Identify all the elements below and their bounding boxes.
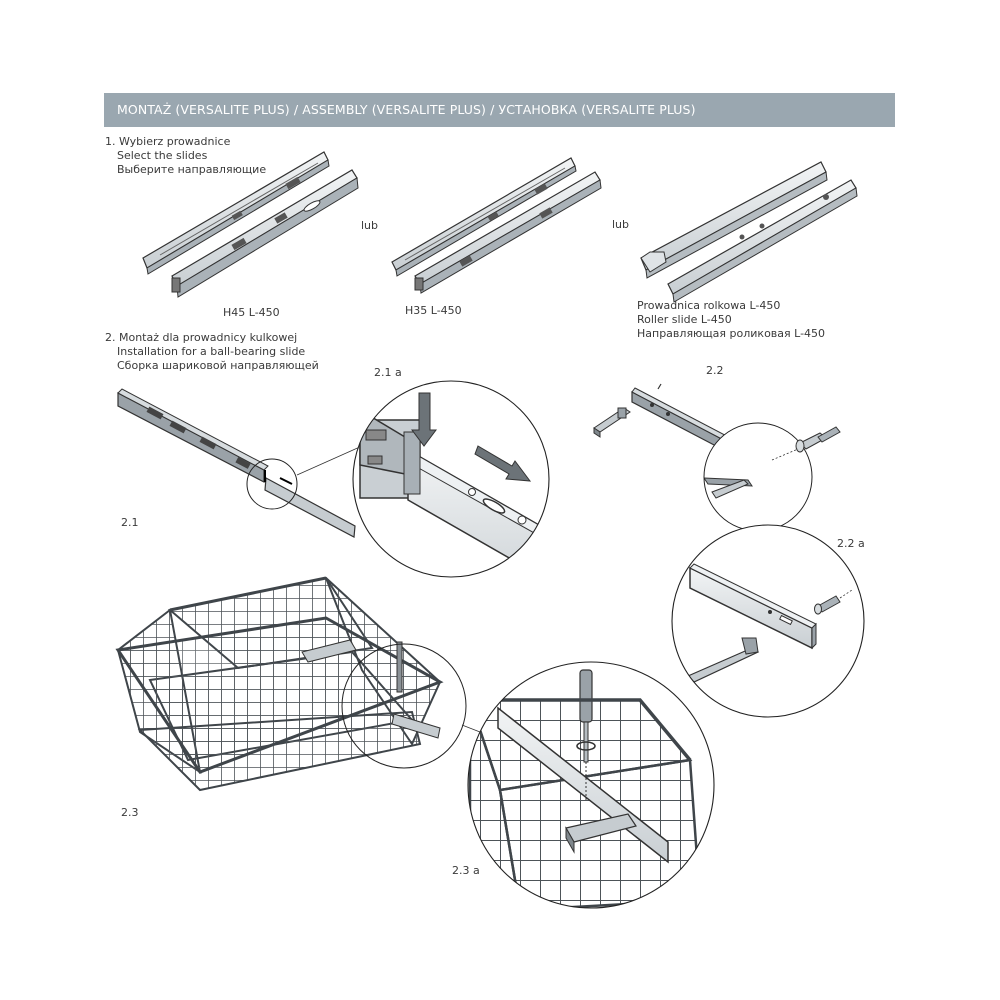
- slide-install-2-1: [117, 388, 363, 538]
- roller-slide-illustration: [640, 161, 858, 303]
- option-or-label-2: lub: [612, 218, 630, 231]
- detail-circle-2-3a: [467, 661, 715, 909]
- slide-h45-illustration: [142, 151, 359, 298]
- figure-label-2-3: 2.3: [121, 806, 139, 819]
- roller-line-ru: Направляющая роликовая L-450: [637, 327, 826, 340]
- figure-label-2-1a: 2.1 a: [374, 366, 402, 379]
- wire-basket-2-3: [115, 576, 481, 792]
- step2-instructions: 2. Montaż dla prowadnicy kulkowej Instal…: [105, 331, 319, 373]
- slide-h35-illustration: [391, 157, 602, 294]
- step2-line-ru: Сборка шариковой направляющей: [117, 359, 319, 372]
- step1-line-pl: 1. Wybierz prowadnice: [105, 135, 231, 148]
- figure-label-2-2: 2.2: [706, 364, 724, 377]
- detail-circle-2-2a: [671, 524, 865, 718]
- roller-line-pl: Prowadnica rolkowa L-450: [637, 299, 781, 312]
- figure-label-2-2a: 2.2 a: [837, 537, 865, 550]
- roller-line-en: Roller slide L-450: [637, 313, 732, 326]
- figure-label-2-1: 2.1: [121, 516, 139, 529]
- section-header: MONTAŻ (VERSALITE PLUS) / ASSEMBLY (VERS…: [104, 93, 895, 127]
- step1-line-ru: Выберите направляющие: [117, 163, 267, 176]
- step1-instructions: 1. Wybierz prowadnice Select the slides …: [105, 135, 266, 177]
- option-or-label-1: lub: [361, 219, 379, 232]
- step2-line-pl: 2. Montaż dla prowadnicy kulkowej: [105, 331, 298, 344]
- detail-circle-2-1a: [352, 380, 550, 578]
- step1-line-en: Select the slides: [117, 149, 208, 162]
- roller-install-2-2: [593, 383, 841, 541]
- figure-label-2-3a: 2.3 a: [452, 864, 480, 877]
- slide-h45-label: H45 L-450: [223, 306, 280, 319]
- step2-line-en: Installation for a ball-bearing slide: [117, 345, 306, 358]
- slide-h35-label: H35 L-450: [405, 304, 462, 317]
- roller-slide-label: Prowadnica rolkowa L-450 Roller slide L-…: [637, 299, 825, 341]
